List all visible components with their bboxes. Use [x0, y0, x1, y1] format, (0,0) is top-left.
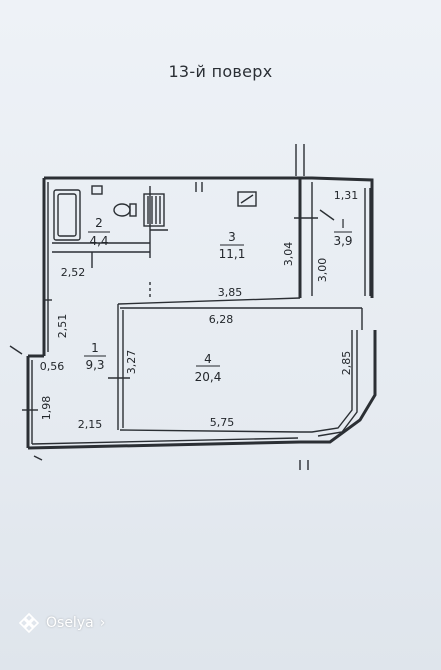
dim-3-04: 3,04 [282, 242, 295, 267]
dim-0-56: 0,56 [40, 360, 65, 373]
room-4-area: 20,4 [195, 370, 222, 384]
room-I-area: 3,9 [333, 234, 352, 248]
room-2-area: 4,4 [89, 234, 108, 248]
room-3-area: 11,1 [219, 247, 246, 261]
room-I-number: I [341, 217, 345, 231]
dim-3-85: 3,85 [218, 286, 243, 299]
room-4-number: 4 [204, 352, 212, 366]
outer-walls [26, 176, 377, 450]
dim-1-98: 1,98 [40, 396, 53, 421]
dim-6-28: 6,28 [209, 313, 234, 326]
dim-2-85: 2,85 [340, 351, 353, 376]
dim-3-00: 3,00 [316, 258, 329, 283]
room-1-number: 1 [91, 341, 99, 355]
room-2-number: 2 [95, 216, 103, 230]
dim-5-75: 5,75 [210, 416, 235, 429]
dim-3-27: 3,27 [125, 350, 138, 375]
watermark-arrow: › [99, 615, 106, 631]
inner-lines [9, 144, 371, 470]
dim-1-31: 1,31 [334, 189, 359, 202]
dim-2-51: 2,51 [56, 314, 69, 339]
room-1-area: 9,3 [85, 358, 104, 372]
floor-title: 13-й поверх [168, 62, 273, 81]
fraction-bars [84, 231, 352, 367]
dim-2-15: 2,15 [78, 418, 103, 431]
room-3-number: 3 [228, 230, 236, 244]
dim-2-52: 2,52 [61, 266, 86, 279]
watermark-text: Oselya [46, 615, 94, 631]
watermark: Oselya › [18, 612, 105, 634]
oselya-logo-icon [18, 612, 40, 634]
